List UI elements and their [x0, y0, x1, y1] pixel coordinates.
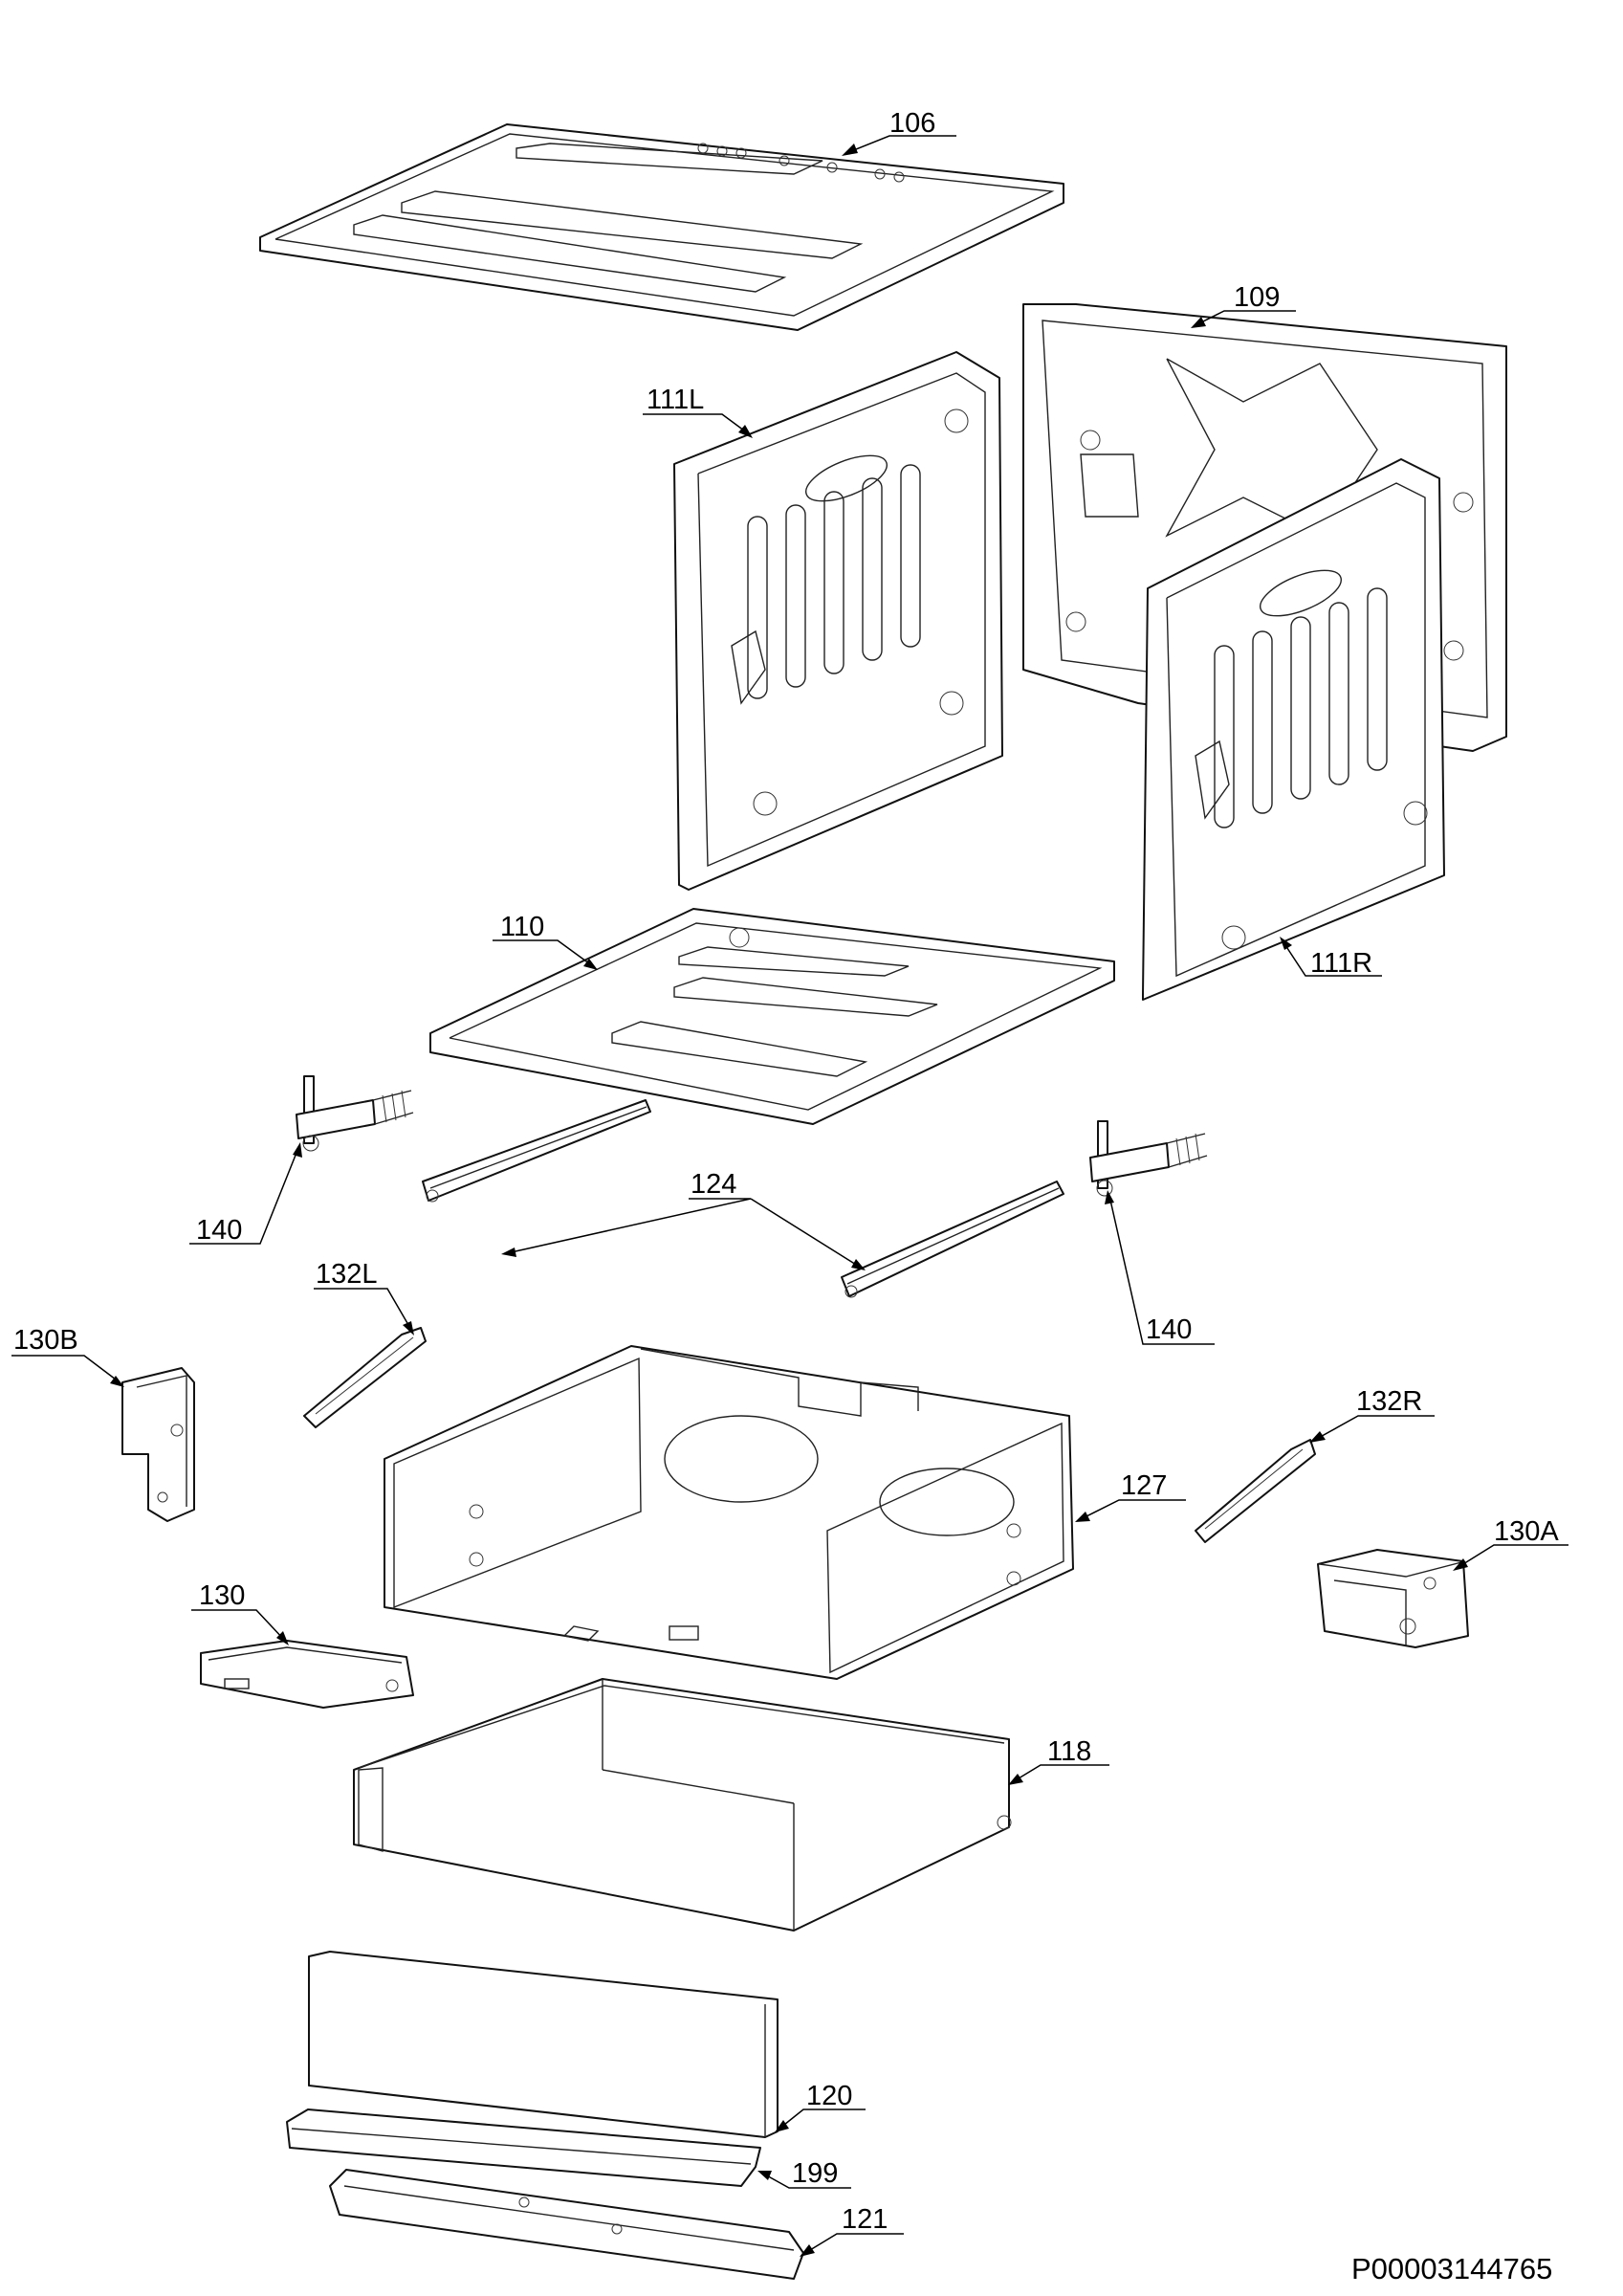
part-106-top-panel — [259, 123, 1064, 331]
callout-130: 130 — [191, 1580, 289, 1645]
callout-132L: 132L — [314, 1259, 414, 1336]
callout-118: 118 — [1008, 1736, 1109, 1785]
callout-110: 110 — [493, 912, 598, 970]
label-121: 121 — [842, 2204, 888, 2235]
callout-130B: 130B — [11, 1325, 124, 1387]
part-120-front-panel — [308, 1951, 779, 2138]
callout-106: 106 — [842, 108, 956, 156]
part-111L-left-side-panel — [673, 351, 1003, 891]
part-140-left-hinge — [296, 1075, 414, 1152]
callout-140-left: 140 — [189, 1142, 302, 1246]
callout-109: 109 — [1191, 282, 1296, 328]
callout-127: 127 — [1075, 1470, 1186, 1522]
label-199: 199 — [792, 2158, 838, 2189]
part-130A-box — [1317, 1549, 1469, 1648]
document-id: P00003144765 — [1351, 2252, 1553, 2285]
callout-132R: 132R — [1309, 1386, 1435, 1443]
label-120: 120 — [806, 2081, 852, 2111]
label-111L: 111L — [647, 385, 704, 415]
part-140-right-hinge — [1089, 1120, 1208, 1197]
part-199-lower-trim — [286, 2108, 761, 2187]
part-111R-right-side-panel — [1142, 458, 1445, 1001]
label-140-left: 140 — [196, 1215, 242, 1246]
part-132R-right-cover — [1195, 1439, 1316, 1543]
callout-199: 199 — [757, 2158, 851, 2189]
callout-130A: 130A — [1453, 1516, 1568, 1571]
label-140-right: 140 — [1146, 1314, 1192, 1345]
label-132R: 132R — [1356, 1386, 1422, 1417]
label-109: 109 — [1234, 282, 1280, 313]
label-130: 130 — [199, 1580, 245, 1611]
part-130B-bracket — [121, 1367, 195, 1522]
label-127: 127 — [1121, 1470, 1167, 1501]
callout-111L: 111L — [643, 385, 753, 438]
label-106: 106 — [889, 108, 935, 139]
part-124-left-rail — [422, 1099, 651, 1203]
callout-121: 121 — [800, 2204, 904, 2257]
callout-140-right: 140 — [1105, 1190, 1215, 1345]
label-111R: 111R — [1310, 948, 1372, 979]
label-124: 124 — [691, 1169, 736, 1200]
label-130B: 130B — [13, 1325, 78, 1356]
part-130-cover — [200, 1640, 414, 1709]
label-132L: 132L — [316, 1259, 378, 1290]
callout-120: 120 — [775, 2081, 866, 2132]
part-118-drawer-tray — [353, 1678, 1012, 1932]
label-110: 110 — [500, 912, 544, 942]
callout-124: 124 — [501, 1169, 866, 1270]
label-130A: 130A — [1494, 1516, 1559, 1547]
callout-111R: 111R — [1280, 937, 1382, 979]
part-124-right-rail — [841, 1181, 1064, 1298]
part-110-bottom-panel — [429, 908, 1115, 1125]
part-127-lower-frame — [384, 1345, 1074, 1680]
label-118: 118 — [1047, 1736, 1091, 1767]
part-132L-left-cover — [303, 1327, 427, 1428]
